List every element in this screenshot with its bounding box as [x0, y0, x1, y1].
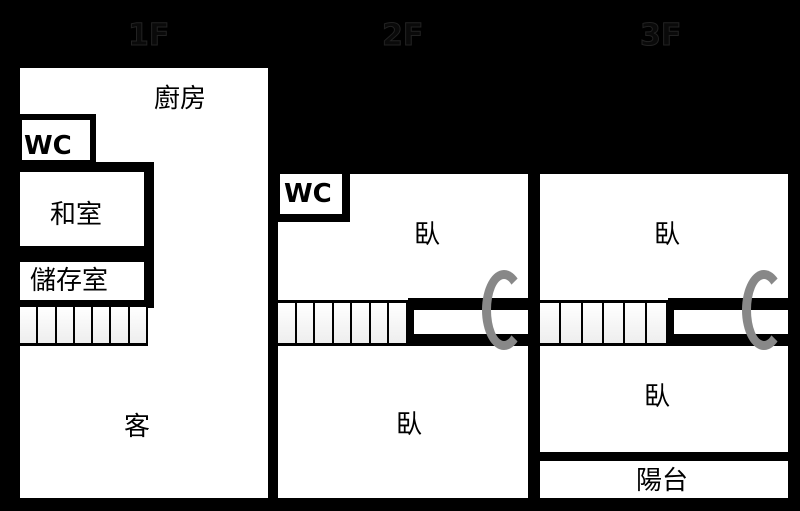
bedroom-label-2f-bottom: 臥	[396, 410, 423, 440]
balcony-label: 陽台	[636, 466, 689, 496]
storage-label: 儲存室	[30, 266, 109, 296]
bedroom-label-3f-bottom: 臥	[644, 382, 671, 412]
balcony-wall	[540, 452, 788, 461]
wc-label-2f: WC	[284, 179, 332, 209]
stairs-3f	[540, 300, 668, 346]
stairs-1f	[20, 304, 148, 346]
living-label: 客	[124, 412, 151, 442]
floor-label-2f: 2F	[381, 18, 424, 54]
floor-label-1f: 1F	[127, 18, 170, 54]
storage-room	[20, 262, 144, 300]
bedroom-label-3f-top: 臥	[654, 220, 681, 250]
door-arc-3f	[742, 270, 786, 350]
wc-room-2f	[280, 174, 342, 214]
tatami-room	[20, 172, 144, 246]
bedroom-label-2f-top: 臥	[414, 220, 441, 250]
floor-label-3f: 3F	[639, 18, 682, 54]
wc-room-1f	[22, 120, 90, 160]
wc-label-1f: WC	[24, 131, 72, 161]
tatami-label: 和室	[50, 200, 103, 230]
door-arc-2f	[482, 270, 526, 350]
kitchen-label: 廚房	[154, 84, 207, 114]
stairs-2f	[278, 300, 409, 346]
